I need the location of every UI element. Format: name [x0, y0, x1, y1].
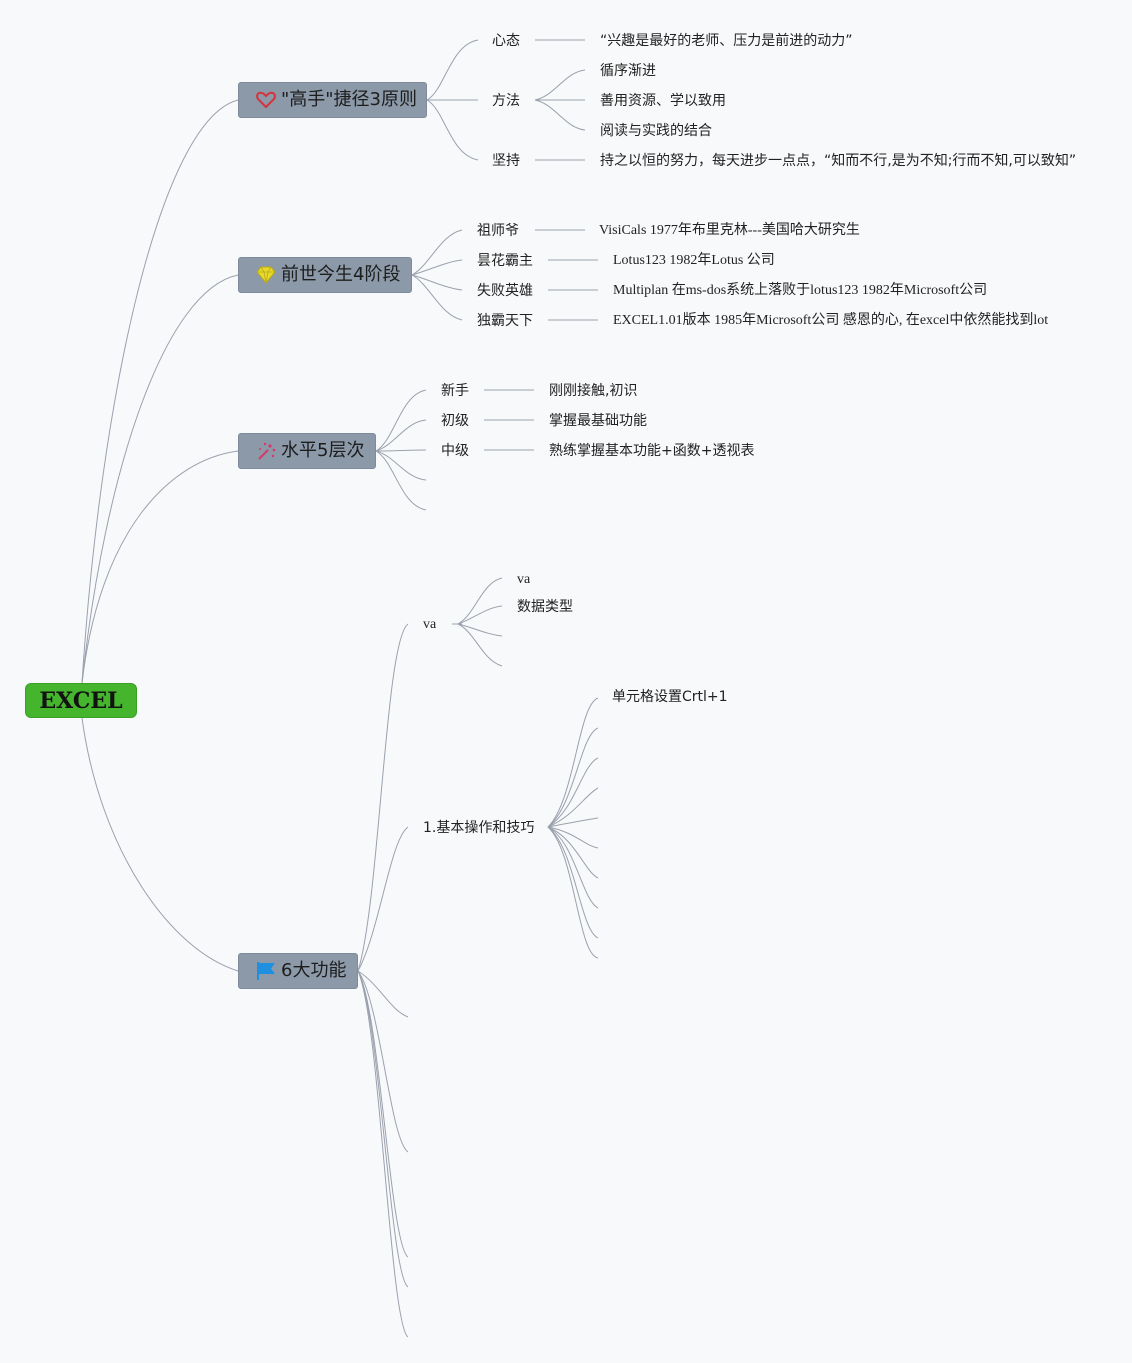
- branch-principles[interactable]: "高手"捷径3原则: [238, 82, 427, 118]
- va-child-va[interactable]: va: [517, 572, 531, 587]
- detail-founder[interactable]: VisiCals 1977年布里克林---美国哈大研究生: [599, 223, 860, 238]
- detail-persistence[interactable]: 持之以恒的努力，每天进步一点点，“知而不行,是为不知;行而不知,可以致知”: [600, 153, 1077, 169]
- stage-founder[interactable]: 祖师爷: [477, 223, 519, 239]
- detail-method-2[interactable]: 善用资源、学以致用: [600, 93, 726, 109]
- branch-functions[interactable]: 6大功能: [238, 953, 358, 989]
- stage-dominant[interactable]: 独霸天下: [477, 313, 533, 329]
- root-node[interactable]: EXCEL: [25, 683, 137, 718]
- va-child-datatype[interactable]: 数据类型: [517, 599, 573, 615]
- branch-history[interactable]: 前世今生4阶段: [238, 257, 412, 293]
- detail-beginner[interactable]: 掌握最基础功能: [549, 413, 647, 429]
- detail-mindset[interactable]: “兴趣是最好的老师、压力是前进的动力”: [600, 33, 853, 49]
- topic-persistence[interactable]: 坚持: [492, 153, 520, 169]
- detail-intermediate[interactable]: 熟练掌握基本功能+函数+透视表: [549, 443, 755, 459]
- link-root-history: [81, 274, 239, 684]
- level-novice[interactable]: 新手: [441, 383, 469, 399]
- level-beginner[interactable]: 初级: [441, 413, 469, 429]
- branch-title: "高手"捷径3原则: [281, 89, 418, 110]
- function-basic-ops[interactable]: 1.基本操作和技巧: [423, 820, 535, 836]
- link-root-functions: [81, 717, 239, 972]
- detail-dominant[interactable]: EXCEL1.01版本 1985年Microsoft公司 感恩的心, 在exce…: [613, 313, 1049, 328]
- detail-novice[interactable]: 刚刚接触,初识: [549, 383, 638, 399]
- stage-shortlived[interactable]: 昙花霸主: [477, 253, 533, 269]
- level-intermediate[interactable]: 中级: [441, 443, 469, 459]
- stage-failed[interactable]: 失败英雄: [477, 283, 533, 299]
- heart-icon: [255, 89, 277, 111]
- link-root-levels: [81, 450, 239, 684]
- branch-title: 6大功能: [281, 960, 347, 981]
- branch-title: 前世今生4阶段: [281, 264, 401, 285]
- sparkle-icon: [255, 440, 277, 462]
- function-va[interactable]: va: [423, 617, 437, 632]
- link-root-principles: [81, 99, 239, 684]
- detail-method-3[interactable]: 阅读与实践的结合: [600, 123, 712, 139]
- detail-failed[interactable]: Multiplan 在ms-dos系统上落败于lotus123 1982年Mic…: [613, 283, 988, 298]
- branch-title: 水平5层次: [281, 440, 365, 461]
- topic-method[interactable]: 方法: [492, 93, 520, 109]
- flag-icon: [255, 960, 277, 982]
- topic-mindset[interactable]: 心态: [492, 33, 520, 49]
- diamond-icon: [255, 264, 277, 286]
- detail-shortlived[interactable]: Lotus123 1982年Lotus 公司: [613, 253, 775, 268]
- basic-child-cell-format[interactable]: 单元格设置Crtl+1: [612, 689, 728, 705]
- detail-method-1[interactable]: 循序渐进: [600, 63, 656, 79]
- branch-levels[interactable]: 水平5层次: [238, 433, 376, 469]
